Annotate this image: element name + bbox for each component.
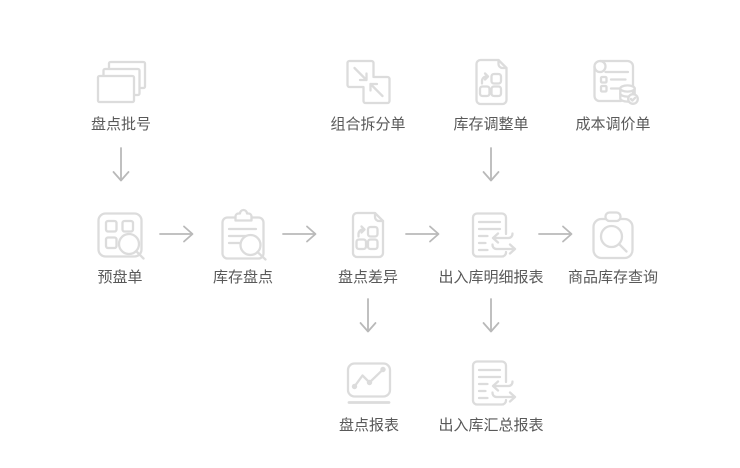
- node-churuku-huizong-baobiao: 出入库汇总报表: [438, 356, 544, 436]
- node-label: 库存调整单: [453, 116, 529, 133]
- node-label: 出入库汇总报表: [438, 417, 544, 434]
- bag-search-icon: [586, 208, 640, 262]
- node-label: 成本调价单: [575, 116, 651, 133]
- node-kucun-tiaozhengdan: 库存调整单: [453, 55, 529, 135]
- node-label: 预盘单: [97, 269, 143, 286]
- document-inout-icon: [464, 208, 518, 262]
- stacked-cards-icon: [94, 55, 148, 109]
- document-inout-icon: [464, 356, 518, 410]
- node-label: 出入库明细报表: [438, 269, 544, 286]
- arrow-pandianchayi-to-pandianbaobiao: [356, 297, 380, 337]
- line-chart-icon: [342, 356, 396, 410]
- node-yupandan: 预盘单: [93, 208, 147, 288]
- node-pandian-baobiao: 盘点报表: [339, 356, 399, 436]
- node-kucun-pandian: 库存盘点: [213, 208, 273, 288]
- node-label: 组合拆分单: [330, 116, 406, 133]
- document-adjust-icon: [341, 208, 395, 262]
- node-label: 库存盘点: [212, 269, 274, 286]
- node-pandian-chayi: 盘点差异: [338, 208, 398, 288]
- arrow-yupandan-to-kucunpandian: [158, 222, 198, 246]
- arrow-kucuntiaozheng-to-mingxibaobiao: [479, 146, 503, 186]
- arrow-mingxibaobiao-to-huizongbaobiao: [479, 297, 503, 337]
- document-adjust-icon: [464, 55, 518, 109]
- node-churuku-mingxi-baobiao: 出入库明细报表: [438, 208, 544, 288]
- node-shangpin-kucun-chaxun: 商品库存查询: [568, 208, 658, 288]
- node-label: 盘点差异: [337, 269, 399, 286]
- arrow-kucunpandian-to-pandianchayi: [281, 222, 321, 246]
- combine-split-icon: [341, 55, 395, 109]
- grid-search-icon: [93, 208, 147, 262]
- node-label: 盘点批号: [90, 116, 152, 133]
- clipboard-search-icon: [216, 208, 270, 262]
- cost-price-scroll-icon: [586, 55, 640, 109]
- node-pandian-pihao: 盘点批号: [91, 55, 151, 135]
- arrow-pandianpihao-to-yupandan: [109, 146, 133, 186]
- node-zuhe-chaifendan: 组合拆分单: [330, 55, 406, 135]
- node-chengben-tiaojiadan: 成本调价单: [575, 55, 651, 135]
- arrow-pandianchayi-to-mingxibaobiao: [404, 222, 444, 246]
- node-label: 盘点报表: [338, 417, 400, 434]
- node-label: 商品库存查询: [567, 269, 659, 286]
- arrow-mingxibaobiao-to-kucunchaxun: [537, 222, 577, 246]
